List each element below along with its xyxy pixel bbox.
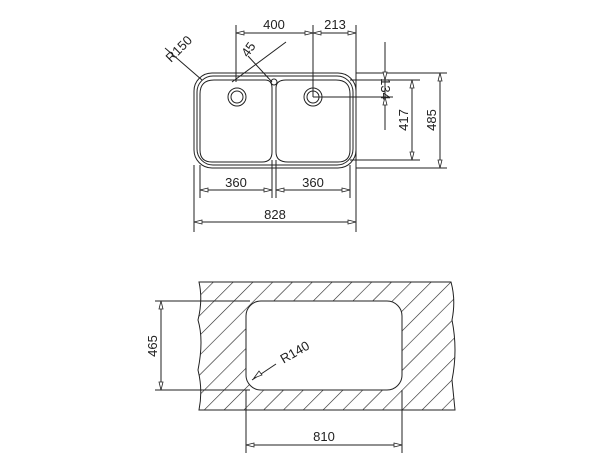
left-bowl: [199, 79, 273, 163]
dim-bowl-right: 360: [302, 175, 324, 190]
overflow: [270, 78, 278, 86]
sink-inner-rim: [196, 75, 354, 166]
left-drain: [227, 87, 247, 107]
dim-overflow-angle: 45: [238, 39, 259, 59]
right-bowl: [275, 79, 351, 163]
sink-outer-rim: [193, 72, 357, 169]
dim-drain-to-edge: 213: [324, 17, 346, 32]
dim-bowl-left: 360: [225, 175, 247, 190]
dim-cutout-width: 810: [313, 429, 335, 444]
top-view: 400 213 360 360 828 134 417 485 R150 45: [163, 17, 447, 232]
dim-overall-width: 828: [264, 207, 286, 222]
cutout-view: 465 810 R140: [145, 281, 456, 453]
dim-drain-from-edge: 134: [378, 78, 393, 100]
cutout-opening: [245, 300, 403, 391]
dim-overall-depth: 485: [424, 109, 439, 131]
dim-bowl-depth: 417: [396, 109, 411, 131]
dim-cutout-depth: 465: [145, 335, 160, 357]
dim-drain-spacing: 400: [263, 17, 285, 32]
